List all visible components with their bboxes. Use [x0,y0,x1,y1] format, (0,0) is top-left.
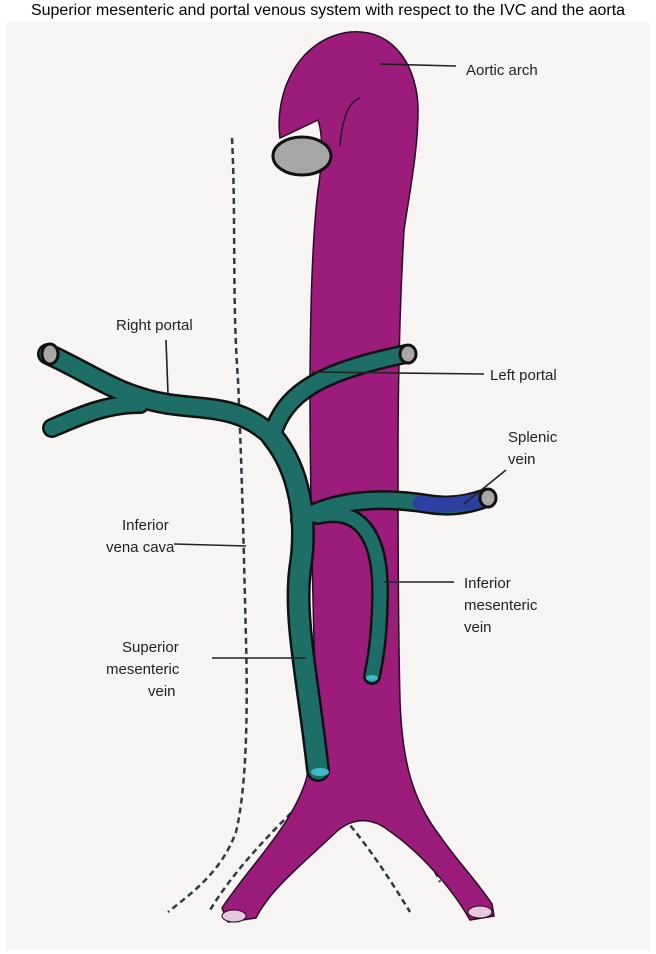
portal-venous-system [42,344,496,776]
aorta-body [222,32,494,922]
label-ivc-line2: vena cava [106,539,175,556]
label-smv-line2: mesenteric [106,661,180,678]
label-aortic-arch: Aortic arch [466,62,538,79]
label-splenic-vein-line2: vein [508,451,536,468]
label-ivc-line1: Inferior [122,517,169,534]
right-portal-cut-end [42,344,58,364]
right-portal-lower-vein [52,404,140,428]
leader-right-portal [166,340,168,394]
leader-ivc [174,544,246,546]
label-splenic-vein-line1: Splenic [508,429,558,446]
aortic-arch-cut-end [273,137,331,175]
ivc-left-wall [168,138,247,912]
imv-end [366,675,378,681]
aorta [222,32,494,922]
splenic-vein-cut-end [480,489,496,507]
label-imv-line2: mesenteric [464,597,538,614]
label-right-portal: Right portal [116,317,193,334]
left-iliac-end [222,910,246,922]
left-portal-cut-end [400,345,416,363]
label-smv-line1: Superior [122,639,179,656]
label-smv-line3: vein [148,683,176,700]
splenic-vein-distal [420,498,486,505]
right-iliac-end [468,906,492,918]
label-left-portal: Left portal [490,367,557,384]
label-imv-line3: vein [464,619,492,636]
smv-end [311,768,329,776]
label-imv-line1: Inferior [464,575,511,592]
